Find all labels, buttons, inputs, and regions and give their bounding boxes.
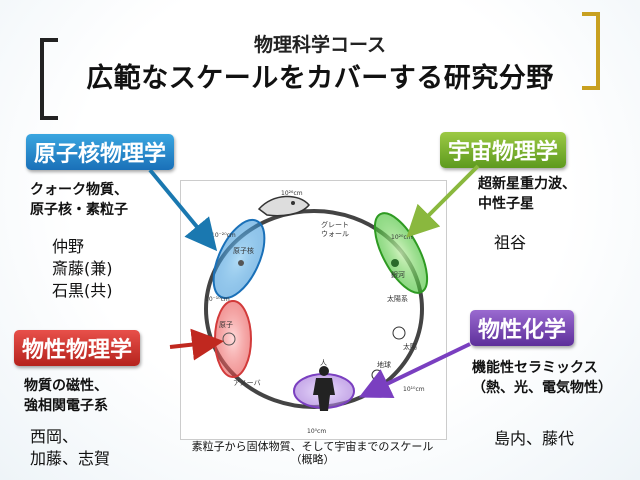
arrow-chem xyxy=(358,342,471,399)
nuclear-region-oval xyxy=(212,219,266,299)
galaxy-icon xyxy=(391,259,399,267)
human-figure-icon xyxy=(313,366,335,411)
label-solar-system: 太陽系 xyxy=(387,294,408,303)
chem-topics: 機能性セラミックス （熱、光、電気物性） xyxy=(472,358,612,398)
cosmo-members: 祖谷 xyxy=(494,232,526,254)
caption-line-2: （概略） xyxy=(290,453,335,466)
cmp-member-1: 西岡、 xyxy=(30,427,79,446)
nuclear-member-2: 斎藤(兼) xyxy=(52,259,113,278)
arrow-cmp xyxy=(169,328,224,361)
arrow-cosmo xyxy=(406,164,480,238)
cosmo-region-oval xyxy=(373,212,429,294)
nuclear-topic-2: 原子核・素粒子 xyxy=(30,202,128,218)
tag-astrophysics: 宇宙物理学 xyxy=(440,132,567,168)
figure-caption: 素粒子から固体物質、そして宇宙までのスケール （概略） xyxy=(180,440,445,466)
tick-left-top: 10⁻²⁰cm xyxy=(211,232,236,239)
cosmo-topics: 超新星重力波、 中性子星 xyxy=(478,174,576,214)
cmp-members: 西岡、 加藤、志賀 xyxy=(30,426,110,470)
tick-right-mid: 10¹⁰cm xyxy=(403,386,425,393)
title-bracket-right xyxy=(582,12,600,90)
cmp-topic-1: 物質の磁性、 xyxy=(24,378,108,394)
scale-figure: グレート ウォール 銀河 太陽系 太陽 地球 人 アメーバ 原子 原子核 10²… xyxy=(180,180,447,440)
cosmo-topic-2: 中性子星 xyxy=(478,196,534,212)
page-title: 広範なスケールをカバーする研究分野 xyxy=(86,63,554,94)
arrow-nuclear xyxy=(148,168,218,252)
label-great-wall: グレート xyxy=(321,220,349,229)
chem-member-1: 島内、藤代 xyxy=(494,429,575,448)
cmp-member-2: 加藤、志賀 xyxy=(30,449,111,468)
tag-nuclear-physics: 原子核物理学 xyxy=(26,134,175,170)
nuclear-members: 仲野 斎藤(兼) 石黒(共) xyxy=(52,236,113,302)
tag-condensed-matter-physics: 物性物理学 xyxy=(14,330,141,366)
label-human: 人 xyxy=(320,359,327,367)
nuclear-member-1: 仲野 xyxy=(52,237,85,256)
nuclear-member-3: 石黒(共) xyxy=(52,281,113,300)
label-great-wall-2: ウォール xyxy=(321,230,349,238)
tick-top: 10²⁶cm xyxy=(281,190,303,197)
label-atom: 原子 xyxy=(219,321,233,329)
tick-left-mid: 10⁻¹⁰cm xyxy=(205,296,230,303)
label-nucleus: 原子核 xyxy=(233,246,254,255)
caption-line-1: 素粒子から固体物質、そして宇宙までのスケール xyxy=(191,440,434,453)
cosmo-topic-1: 超新星重力波、 xyxy=(478,176,576,192)
chem-topic-1: 機能性セラミックス xyxy=(472,360,598,376)
nucleus-icon xyxy=(238,260,244,266)
chem-members: 島内、藤代 xyxy=(494,428,574,450)
tick-bottom: 10⁰cm xyxy=(307,428,326,435)
tick-right-top: 10²⁰cm xyxy=(391,234,413,241)
cosmo-member-1: 祖谷 xyxy=(494,233,527,252)
tag-materials-chemistry: 物性化学 xyxy=(470,310,575,346)
label-galaxy: 銀河 xyxy=(391,270,405,279)
label-sun: 太陽 xyxy=(403,342,417,351)
snake-eye-icon xyxy=(291,201,295,205)
sun-icon xyxy=(392,326,406,340)
nuclear-topics: クォーク物質、 原子核・素粒子 xyxy=(30,180,128,220)
title-bracket-left xyxy=(40,38,58,120)
label-earth: 地球 xyxy=(377,360,391,369)
page-subtitle: 物理科学コース xyxy=(253,34,387,56)
label-amoeba: アメーバ xyxy=(233,379,261,387)
chem-topic-2: （熱、光、電気物性） xyxy=(472,380,612,396)
cmp-topics: 物質の磁性、 強相関電子系 xyxy=(24,376,108,416)
cmp-topic-2: 強相関電子系 xyxy=(24,398,108,414)
nuclear-topic-1: クォーク物質、 xyxy=(30,182,128,198)
scale-ring-diagram: グレート ウォール 銀河 太陽系 太陽 地球 人 アメーバ 原子 原子核 10²… xyxy=(204,190,429,435)
snake-head-icon xyxy=(257,195,310,217)
